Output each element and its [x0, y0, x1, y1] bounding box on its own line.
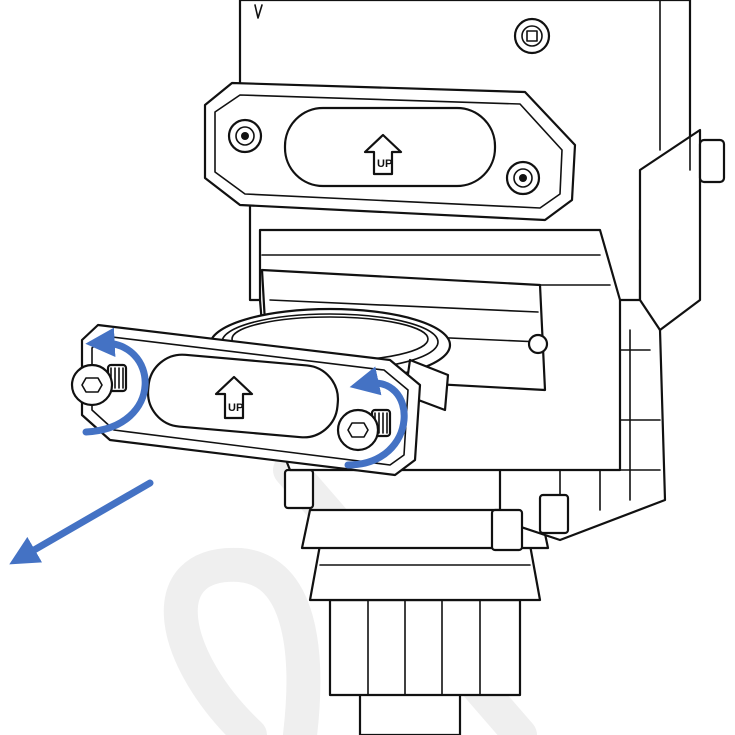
upper-up-label: UP [377, 158, 392, 170]
right-thumb-screw [336, 408, 392, 452]
lower-housing [300, 508, 550, 735]
left-thumb-screw [70, 363, 128, 407]
pull-out-arrow-icon [9, 479, 154, 565]
lower-up-label: UP [228, 402, 243, 414]
counterclockwise-arrow-icon [82, 327, 149, 436]
lower-cover-plate: UP [80, 323, 422, 477]
upper-cover-plate: UP [203, 81, 577, 222]
clockwise-arrow-icon [344, 366, 408, 469]
